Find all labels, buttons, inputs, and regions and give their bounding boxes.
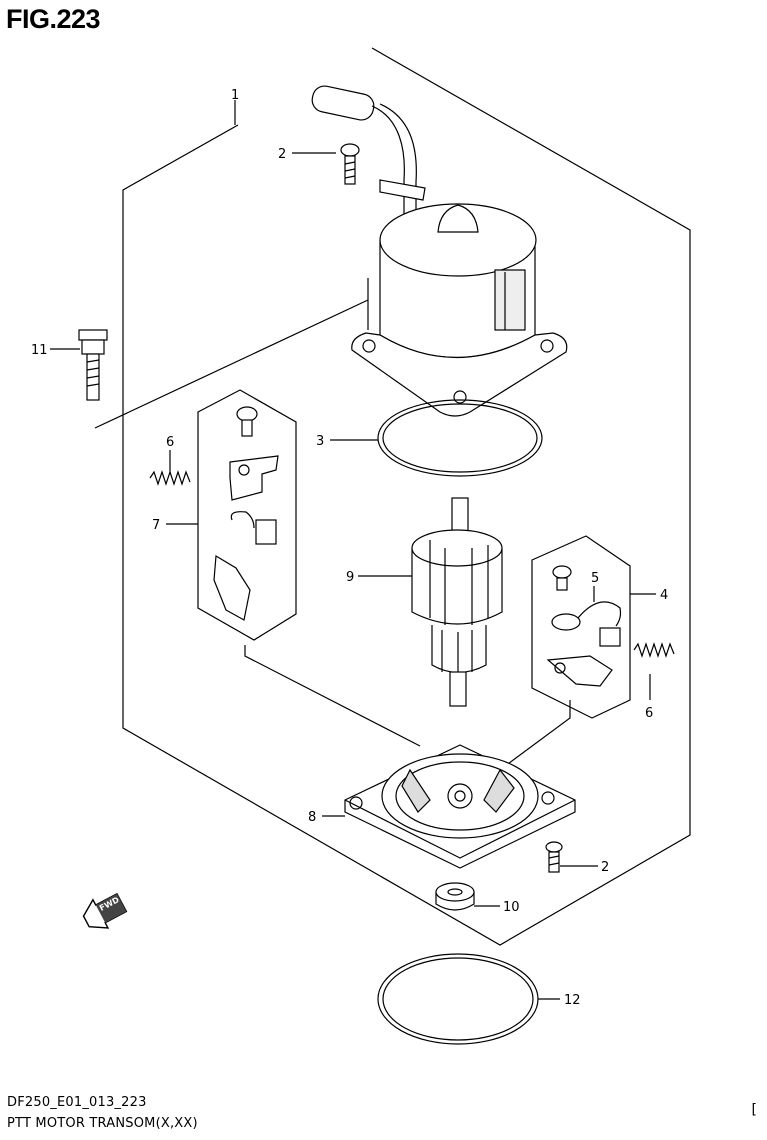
assembly-outline: [122, 47, 691, 946]
callout-2-bottom: 2: [601, 860, 609, 875]
callout-4: 4: [660, 588, 668, 603]
callout-5: 5: [591, 571, 599, 586]
callout-8: 8: [308, 810, 316, 825]
callout-2-top: 2: [278, 147, 286, 162]
callout-10: 10: [503, 900, 520, 915]
figure-code: DF250_E01_013_223: [7, 1095, 147, 1110]
motor-housing: [311, 85, 568, 417]
callout-1: 1: [231, 88, 239, 103]
brush-panel-right: [531, 535, 631, 719]
callout-12: 12: [564, 993, 581, 1008]
brush-parts-right: [546, 565, 622, 687]
spring-right: [633, 642, 675, 658]
callout-11: 11: [31, 343, 48, 358]
callout-6-right: 6: [645, 706, 653, 721]
bolt-11: [78, 329, 108, 401]
brush-panel-left: [197, 389, 297, 641]
figure-title: FIG.223: [6, 4, 101, 34]
corner-mark: [: [751, 1102, 757, 1118]
figure-description: PTT MOTOR TRANSOM(X,XX): [7, 1116, 198, 1131]
armature-9: [411, 497, 503, 707]
washer-10: [435, 882, 475, 911]
o-ring-3: [377, 399, 543, 477]
callout-9: 9: [346, 570, 354, 585]
o-ring-12: [377, 953, 539, 1045]
fwd-arrow-icon: [82, 892, 128, 929]
screw-bottom: [545, 841, 563, 873]
callout-6-left: 6: [166, 435, 174, 450]
brush-parts-left: [213, 406, 279, 621]
end-frame-8: [344, 744, 576, 869]
screw-top: [340, 143, 360, 185]
callout-7: 7: [152, 518, 160, 533]
callout-3: 3: [316, 434, 324, 449]
